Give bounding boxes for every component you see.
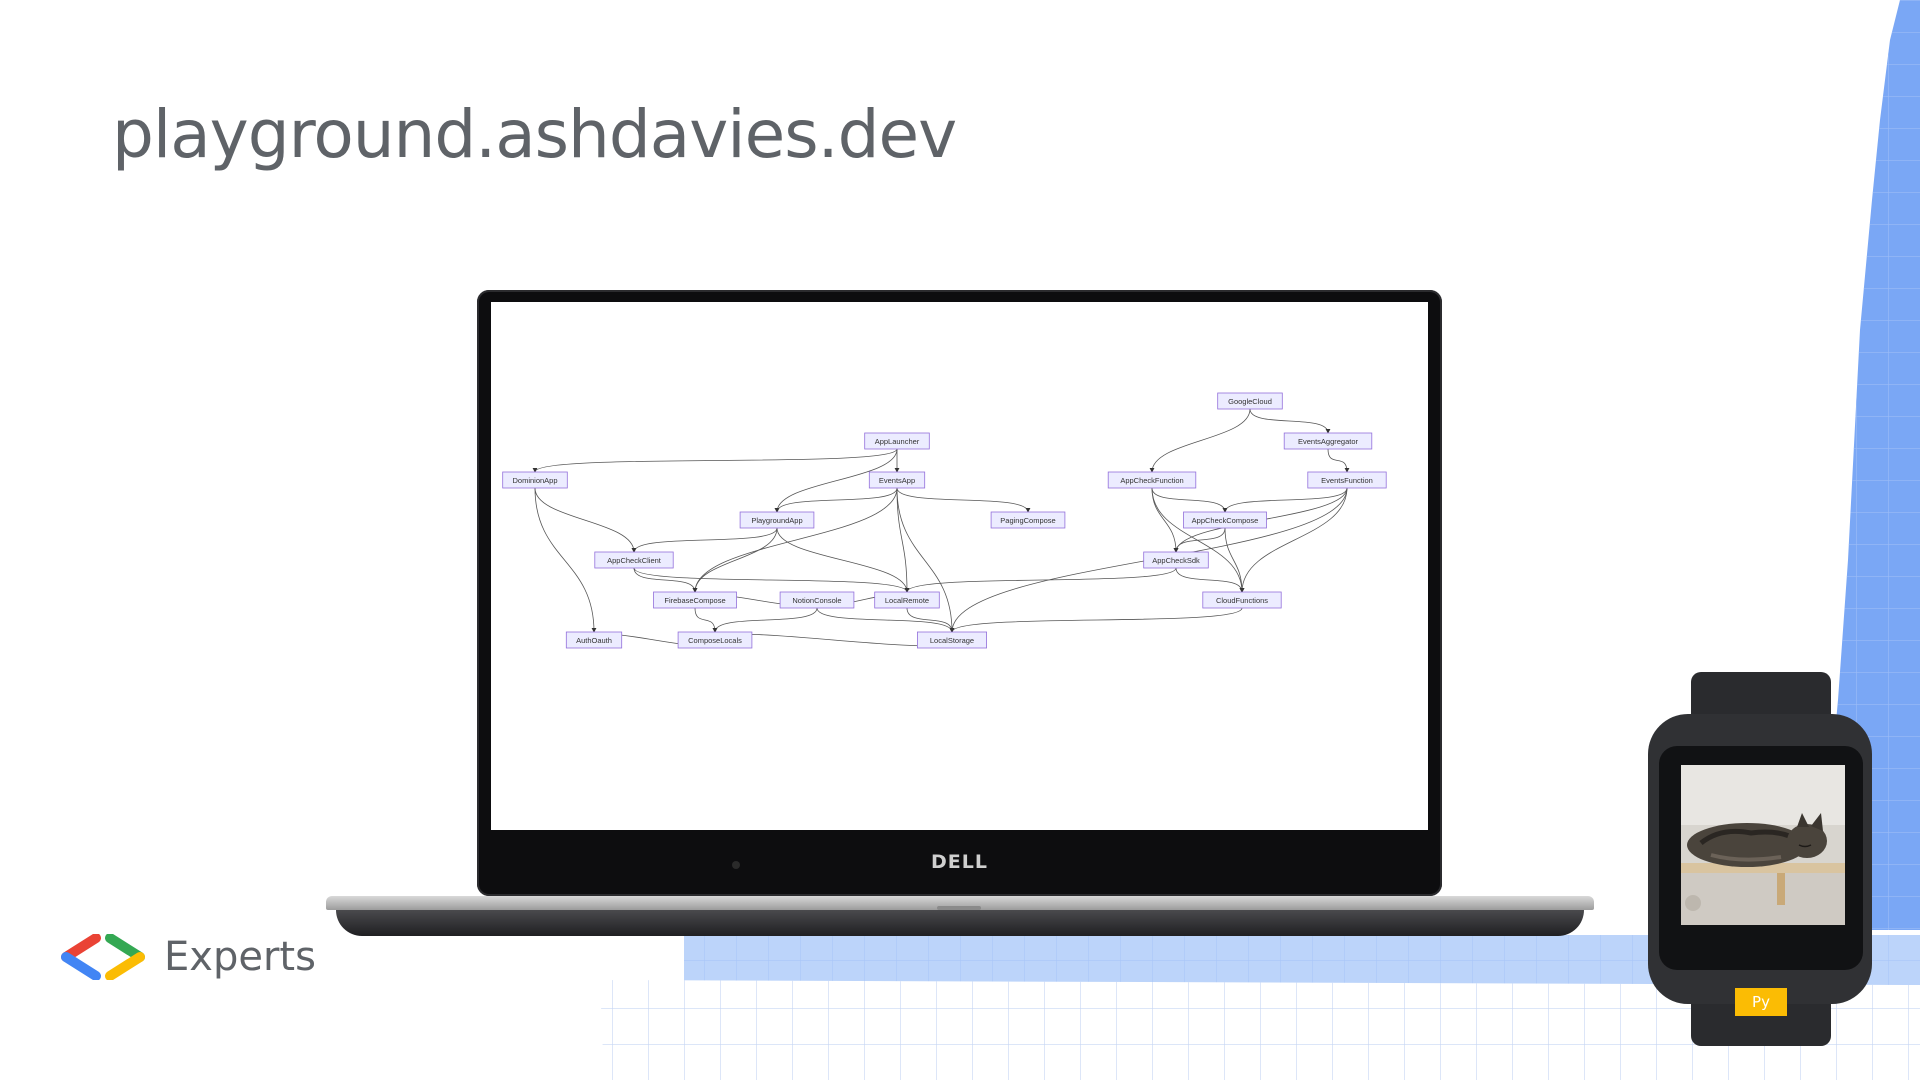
graph-node: EventsFunction [1308, 472, 1386, 488]
graph-node: ComposeLocals [678, 632, 752, 648]
graph-node-label: AppCheckCompose [1192, 516, 1259, 525]
graph-node-label: AppLauncher [875, 437, 920, 446]
graph-node: FirebaseCompose [654, 592, 737, 608]
graph-edge [907, 568, 1176, 592]
graph-edge [695, 608, 715, 632]
graph-node-label: LocalStorage [930, 636, 974, 645]
graph-edge [535, 488, 594, 632]
graph-node-label: PagingCompose [1000, 516, 1055, 525]
graph-edge [1225, 528, 1242, 592]
graph-edge [907, 608, 952, 632]
graph-edge [1225, 488, 1347, 512]
page-title: playground.ashdavies.dev [112, 96, 956, 173]
graph-node: CloudFunctions [1203, 592, 1281, 608]
graph-node-label: AppCheckSdk [1152, 556, 1200, 565]
graph-edge [1242, 488, 1347, 592]
graph-edge [777, 488, 897, 512]
graph-node: GoogleCloud [1218, 393, 1283, 409]
graph-edge [634, 568, 907, 592]
graph-node: LocalStorage [917, 632, 986, 648]
gde-experts-logo: Experts [60, 932, 316, 982]
graph-node-label: FirebaseCompose [664, 596, 725, 605]
graph-node-label: DominionApp [512, 476, 557, 485]
graph-node-label: PlaygroundApp [751, 516, 802, 525]
graph-node-label: GoogleCloud [1228, 397, 1272, 406]
graph-edge [634, 528, 777, 552]
graph-node-label: CloudFunctions [1216, 596, 1268, 605]
graph-edge [1328, 449, 1347, 472]
graph-node: LocalRemote [875, 592, 940, 608]
graph-node: NotionConsole [780, 592, 854, 608]
graph-edge [715, 608, 817, 632]
graph-node: PlaygroundApp [740, 512, 814, 528]
graph-node: AppLauncher [865, 433, 930, 449]
graph-node: DominionApp [503, 472, 568, 488]
graph-node: PagingCompose [991, 512, 1065, 528]
graph-edge [1176, 568, 1242, 592]
graph-node-label: AppCheckClient [607, 556, 662, 565]
graph-node: AppCheckCompose [1184, 512, 1267, 528]
experts-label: Experts [164, 934, 316, 980]
graph-edge [634, 568, 695, 592]
smartwatch [1648, 714, 1872, 1004]
graph-edge [952, 608, 1242, 632]
graph-edge [777, 528, 907, 592]
graph-node: AuthOauth [566, 632, 621, 648]
graph-edge [1152, 409, 1250, 472]
laptop-hinge-notch [937, 906, 981, 910]
graph-node-label: AppCheckFunction [1120, 476, 1183, 485]
gde-chevrons-icon [60, 934, 146, 980]
graph-edge [897, 488, 907, 592]
python-badge: Py [1735, 988, 1787, 1016]
graph-node: EventsAggregator [1284, 433, 1372, 449]
graph-node: AppCheckClient [595, 552, 673, 568]
graph-node: EventsApp [869, 472, 924, 488]
graph-edge [897, 488, 1028, 512]
graph-edge [535, 488, 634, 552]
graph-edge [535, 449, 897, 472]
graph-node-label: EventsFunction [1321, 476, 1373, 485]
graph-node-label: AuthOauth [576, 636, 612, 645]
graph-edge [1152, 488, 1225, 512]
graph-node: AppCheckSdk [1144, 552, 1209, 568]
graph-edge [695, 488, 897, 592]
laptop: GoogleCloudAppLauncher EventsAggregatorDo… [477, 290, 1442, 896]
laptop-base-bottom [336, 910, 1584, 936]
graph-node-label: EventsApp [879, 476, 915, 485]
graph-node-label: LocalRemote [885, 596, 929, 605]
graph-node-label: ComposeLocals [688, 636, 742, 645]
graph-node-label: NotionConsole [792, 596, 841, 605]
graph-node: AppCheckFunction [1108, 472, 1196, 488]
sleeping-cat-photo [1681, 765, 1845, 925]
laptop-brand-logo: DELL [477, 851, 1442, 873]
graph-edge [1250, 409, 1328, 433]
graph-edge [695, 528, 777, 592]
graph-node-label: EventsAggregator [1298, 437, 1359, 446]
